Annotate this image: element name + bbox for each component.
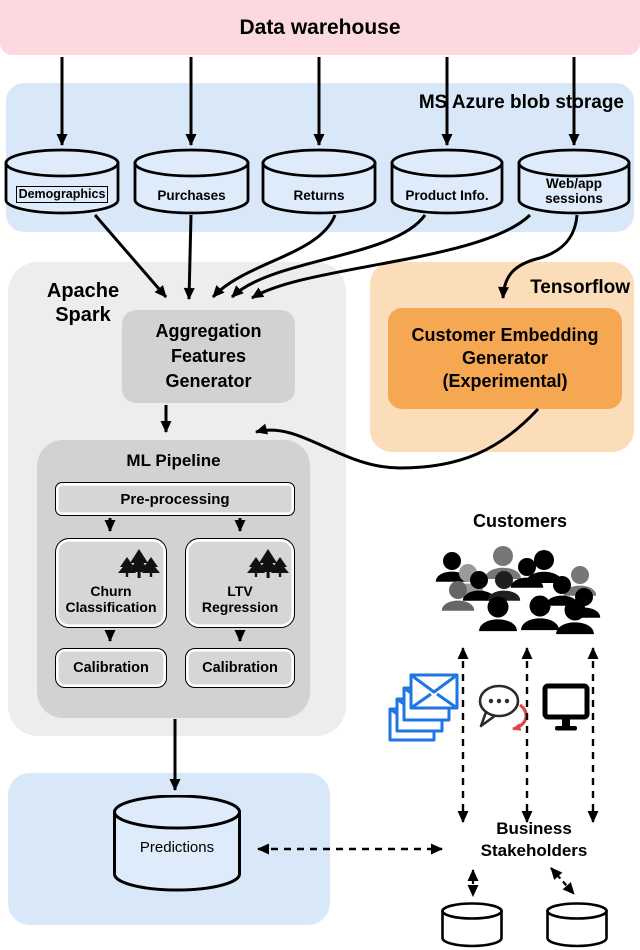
mail-stack-icon	[388, 673, 459, 742]
database-cylinder-icon	[133, 148, 250, 215]
ltv-regression-label: LTV Regression	[201, 583, 279, 615]
aggregation-features-generator-box: Aggregation Features Generator	[122, 310, 295, 403]
data-warehouse-banner: Data warehouse	[0, 0, 640, 55]
database-cylinder-icon	[390, 148, 504, 215]
cylinder-predictions: Predictions	[112, 795, 242, 893]
database-cylinder-icon	[261, 148, 377, 215]
random-forest-trees-icon	[247, 549, 289, 578]
azure-region-label: MS Azure blob storage	[418, 92, 624, 113]
cylinder-label: Returns	[293, 188, 345, 203]
cylinder-label: Demographics	[15, 186, 109, 203]
preprocessing-label: Pre-processing	[120, 490, 230, 508]
cylinder-web-app-sessions: Web/app sessions	[517, 148, 631, 215]
preprocessing-box: Pre-processing	[55, 482, 295, 516]
customers-crowd-icon	[435, 546, 601, 635]
tensorflow-label: Tensorflow	[530, 277, 630, 298]
calibration-label: Calibration	[73, 660, 149, 676]
churn-classification-label: Churn Classification	[65, 583, 157, 615]
calibration-box-churn: Calibration	[55, 648, 167, 688]
apache-spark-label: Apache Spark	[46, 280, 120, 326]
ltv-regression-box: LTV Regression	[185, 538, 295, 628]
database-cylinder-icon	[517, 148, 631, 215]
ml-pipeline-title: ML Pipeline	[126, 451, 221, 470]
random-forest-trees-icon	[118, 549, 160, 578]
data-warehouse-label: Data warehouse	[239, 15, 401, 39]
cylinder-label: Web/app sessions	[545, 176, 603, 206]
stakeholder-database-right-icon	[546, 902, 608, 948]
chat-bubbles-icon	[478, 684, 528, 731]
cylinder-returns: Returns	[261, 148, 377, 215]
cylinder-purchases: Purchases	[133, 148, 250, 215]
predictions-label: Predictions	[139, 839, 215, 856]
monitor-icon	[542, 683, 590, 731]
cylinder-label: Product Info.	[405, 188, 489, 203]
cylinder-label: Purchases	[157, 188, 226, 203]
churn-classification-box: Churn Classification	[55, 538, 167, 628]
customer-embedding-generator-box: Customer Embedding Generator (Experiment…	[388, 308, 622, 409]
customers-label: Customers	[472, 511, 568, 531]
cylinder-product-info: Product Info.	[390, 148, 504, 215]
stakeholder-database-left-icon	[441, 902, 503, 948]
calibration-label: Calibration	[202, 660, 278, 676]
calibration-box-ltv: Calibration	[185, 648, 295, 688]
database-cylinder-icon	[4, 148, 120, 215]
database-cylinder-icon	[113, 795, 241, 892]
business-stakeholders-label: Business Stakeholders	[480, 819, 588, 860]
cylinder-demographics: Demographics	[4, 148, 120, 215]
